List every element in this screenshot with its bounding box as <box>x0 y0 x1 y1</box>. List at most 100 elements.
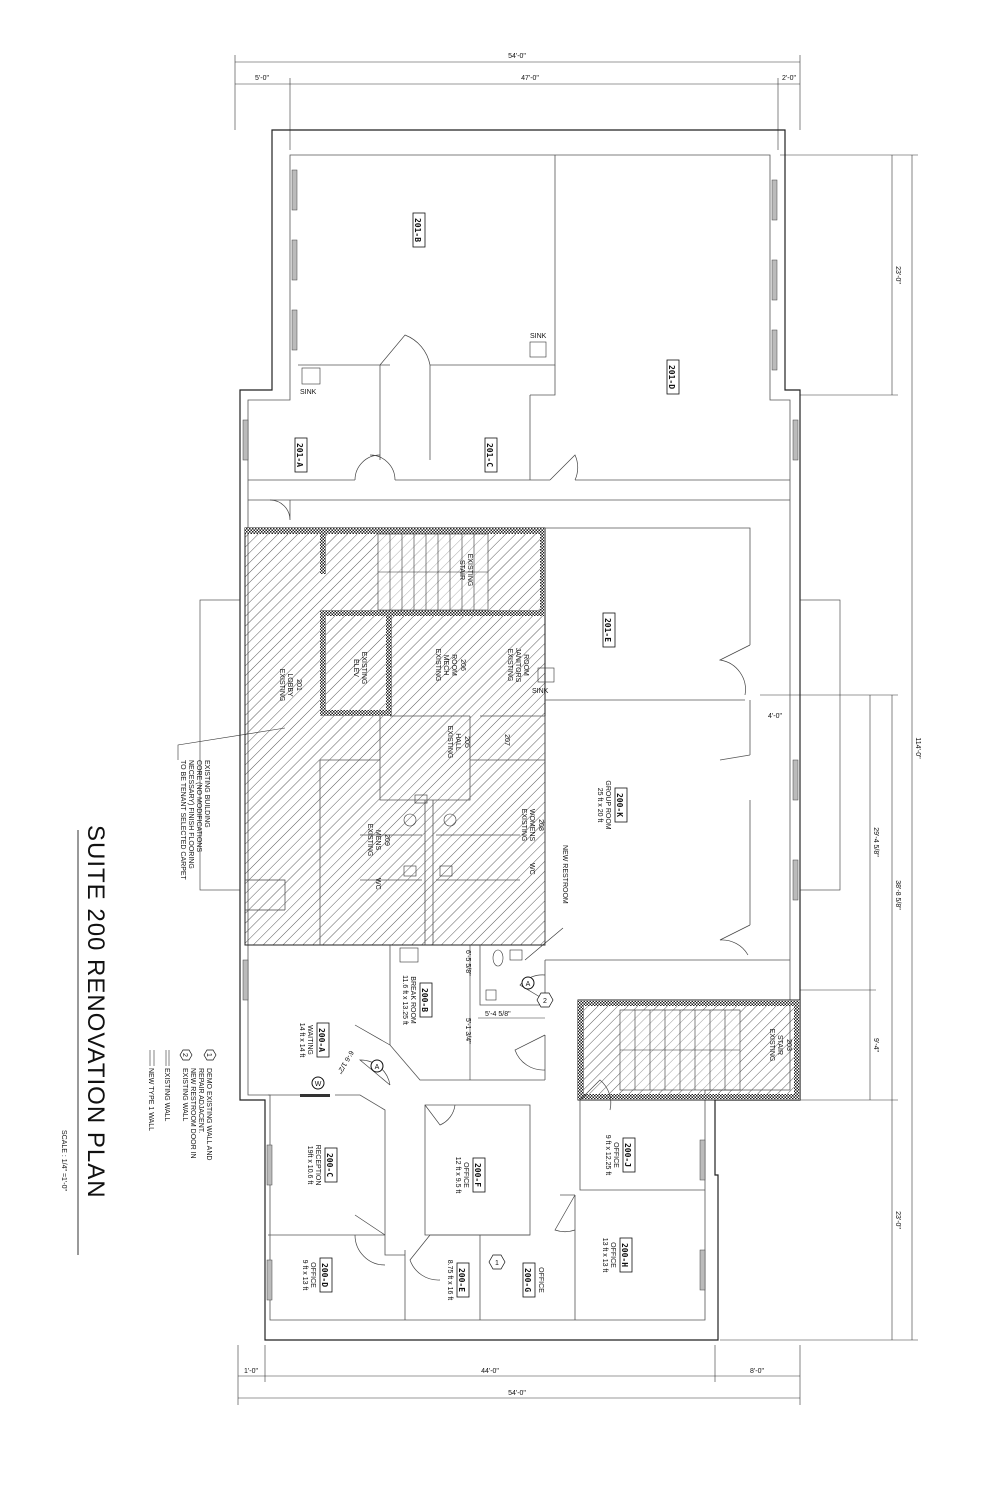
wall-segment-new <box>300 1094 330 1097</box>
svg-text:CORE (NO MODIFICATIONS: CORE (NO MODIFICATIONS <box>195 760 202 852</box>
svg-text:A: A <box>375 1064 380 1071</box>
keynote-1-marker: 1 <box>488 1254 506 1270</box>
toilet-fixtures <box>403 794 457 877</box>
legend-symbol-2: 2 <box>181 1053 188 1057</box>
dim-right-mid: 38'-8 5/8" <box>894 880 901 910</box>
svg-text:EXISTING BUILDING: EXISTING BUILDING <box>203 760 210 828</box>
svg-text:STAIR: STAIR <box>776 1035 783 1055</box>
svg-text:OFFICE: OFFICE <box>609 1242 616 1268</box>
dim-right-group: 29'-4 5/8" <box>872 827 879 857</box>
legend-symbol-1: 1 <box>205 1053 212 1057</box>
restroom-break-walls <box>389 945 546 1081</box>
windows <box>242 169 799 1301</box>
legend-item-1: DEMO EXISTING WALL AND <box>205 1068 212 1160</box>
legend-existing-wall: EXISTING WALL <box>163 1068 170 1122</box>
dim-top-left: 5'-0" <box>255 75 269 82</box>
group-room-walls <box>537 527 790 961</box>
restroom-dimensions <box>469 945 545 1080</box>
svg-text:STAIR: STAIR <box>458 560 465 580</box>
svg-text:EXISTING: EXISTING <box>520 809 527 842</box>
dim-right-upper: 23'-0" <box>894 266 901 284</box>
svg-text:EXISTING: EXISTING <box>466 554 473 587</box>
svg-text:12 ft x 9.5 ft: 12 ft x 9.5 ft <box>454 1157 461 1194</box>
dim-bottom-overall: 54'-0" <box>508 1390 526 1397</box>
svg-text:200-G: 200-G <box>523 1268 532 1292</box>
legend-item-2: NEW RESTROOM DOOR IN <box>189 1068 196 1159</box>
room-tag-201-d: 201-D <box>666 359 680 395</box>
svg-text:19ft x 10.6 ft: 19ft x 10.6 ft <box>306 1146 313 1185</box>
room-tag-201-b: 201-B <box>412 212 426 248</box>
room-tag-200-e: 200-E8.75 ft x 16 ft <box>446 1260 470 1300</box>
svg-text:209: 209 <box>383 834 390 846</box>
svg-text:MENS: MENS <box>374 830 381 851</box>
new-restroom-label: NEW RESTROOM <box>561 845 568 904</box>
svg-text:208: 208 <box>537 819 544 831</box>
svg-text:201-B: 201-B <box>413 218 422 242</box>
existing-core <box>244 527 546 946</box>
svg-text:200-K: 200-K <box>615 793 624 817</box>
svg-text:200-H: 200-H <box>620 1243 629 1267</box>
svg-text:MECH: MECH <box>442 655 449 676</box>
svg-text:EXISTING: EXISTING <box>768 1029 775 1062</box>
dim-right-lower: 23'-0" <box>894 1211 901 1229</box>
dim-bottom-right: 8'-0" <box>750 1368 764 1375</box>
svg-text:207: 207 <box>503 734 510 746</box>
svg-text:13 ft x 13 ft: 13 ft x 13 ft <box>601 1238 608 1273</box>
dim-right-stair: 9'-4" <box>872 1038 879 1052</box>
svg-text:NECESSARY) FINISH FLOORING: NECESSARY) FINISH FLOORING <box>187 760 194 869</box>
svg-text:OFFICE: OFFICE <box>309 1262 316 1288</box>
legend: 1 DEMO EXISTING WALL AND REPAIR ADJACENT… <box>147 1049 217 1160</box>
room-tag-201-a: 201-A <box>294 437 308 473</box>
office-doors <box>354 1024 612 1281</box>
svg-text:WC: WC <box>528 863 535 875</box>
svg-text:JANITORS: JANITORS <box>514 648 521 683</box>
svg-text:200-J: 200-J <box>623 1143 632 1167</box>
sink-label: SINK <box>532 688 549 695</box>
keynote-2-marker: 2 <box>536 992 554 1008</box>
sink-label: SINK <box>300 389 317 396</box>
exterior-walls <box>199 129 841 1341</box>
svg-text:EXISTING: EXISTING <box>360 652 367 685</box>
svg-text:200-C: 200-C <box>325 1153 334 1177</box>
dim-top-mid: 47'-0" <box>521 75 539 82</box>
dim-top-right: 2'-0" <box>782 75 796 82</box>
plan-title: SUITE 200 RENOVATION PLAN <box>82 825 109 1199</box>
dim-restroom-b: 5'-4 5/8" <box>485 1011 511 1018</box>
room-tag-201-c: 201-C <box>484 437 498 473</box>
title-block: SUITE 200 RENOVATION PLAN SCALE : 1/4" =… <box>60 825 109 1255</box>
dimension-bottom <box>237 1345 801 1405</box>
dim-waiting-diagonal: 6'-6 1/2" <box>335 1049 354 1075</box>
leader-line <box>177 727 286 760</box>
dim-restroom-a: 6'-5 5/8" <box>464 950 471 976</box>
svg-text:200-E: 200-E <box>457 1268 466 1292</box>
svg-text:ROOM: ROOM <box>522 654 529 676</box>
svg-text:201-D: 201-D <box>667 365 676 389</box>
svg-text:GROUP ROOM: GROUP ROOM <box>604 780 611 829</box>
room-label-closet: 207 <box>503 734 510 746</box>
svg-text:TO BE TENANT SELECTED CARPET: TO BE TENANT SELECTED CARPET <box>179 760 186 881</box>
leader-line <box>524 927 564 961</box>
svg-text:EXISTING: EXISTING <box>446 726 453 759</box>
svg-text:BREAK ROOM: BREAK ROOM <box>409 976 416 1024</box>
svg-text:201-C: 201-C <box>485 443 494 467</box>
svg-text:203: 203 <box>785 1039 792 1051</box>
marker-door-a: A <box>521 976 535 990</box>
svg-text:200-D: 200-D <box>320 1263 329 1287</box>
svg-text:201-E: 201-E <box>603 618 612 642</box>
svg-text:200-A: 200-A <box>317 1028 326 1052</box>
svg-text:HALL: HALL <box>454 733 461 751</box>
entry-doors <box>245 879 286 911</box>
svg-text:EXISTING: EXISTING <box>506 649 513 682</box>
stair-treads <box>377 533 489 611</box>
